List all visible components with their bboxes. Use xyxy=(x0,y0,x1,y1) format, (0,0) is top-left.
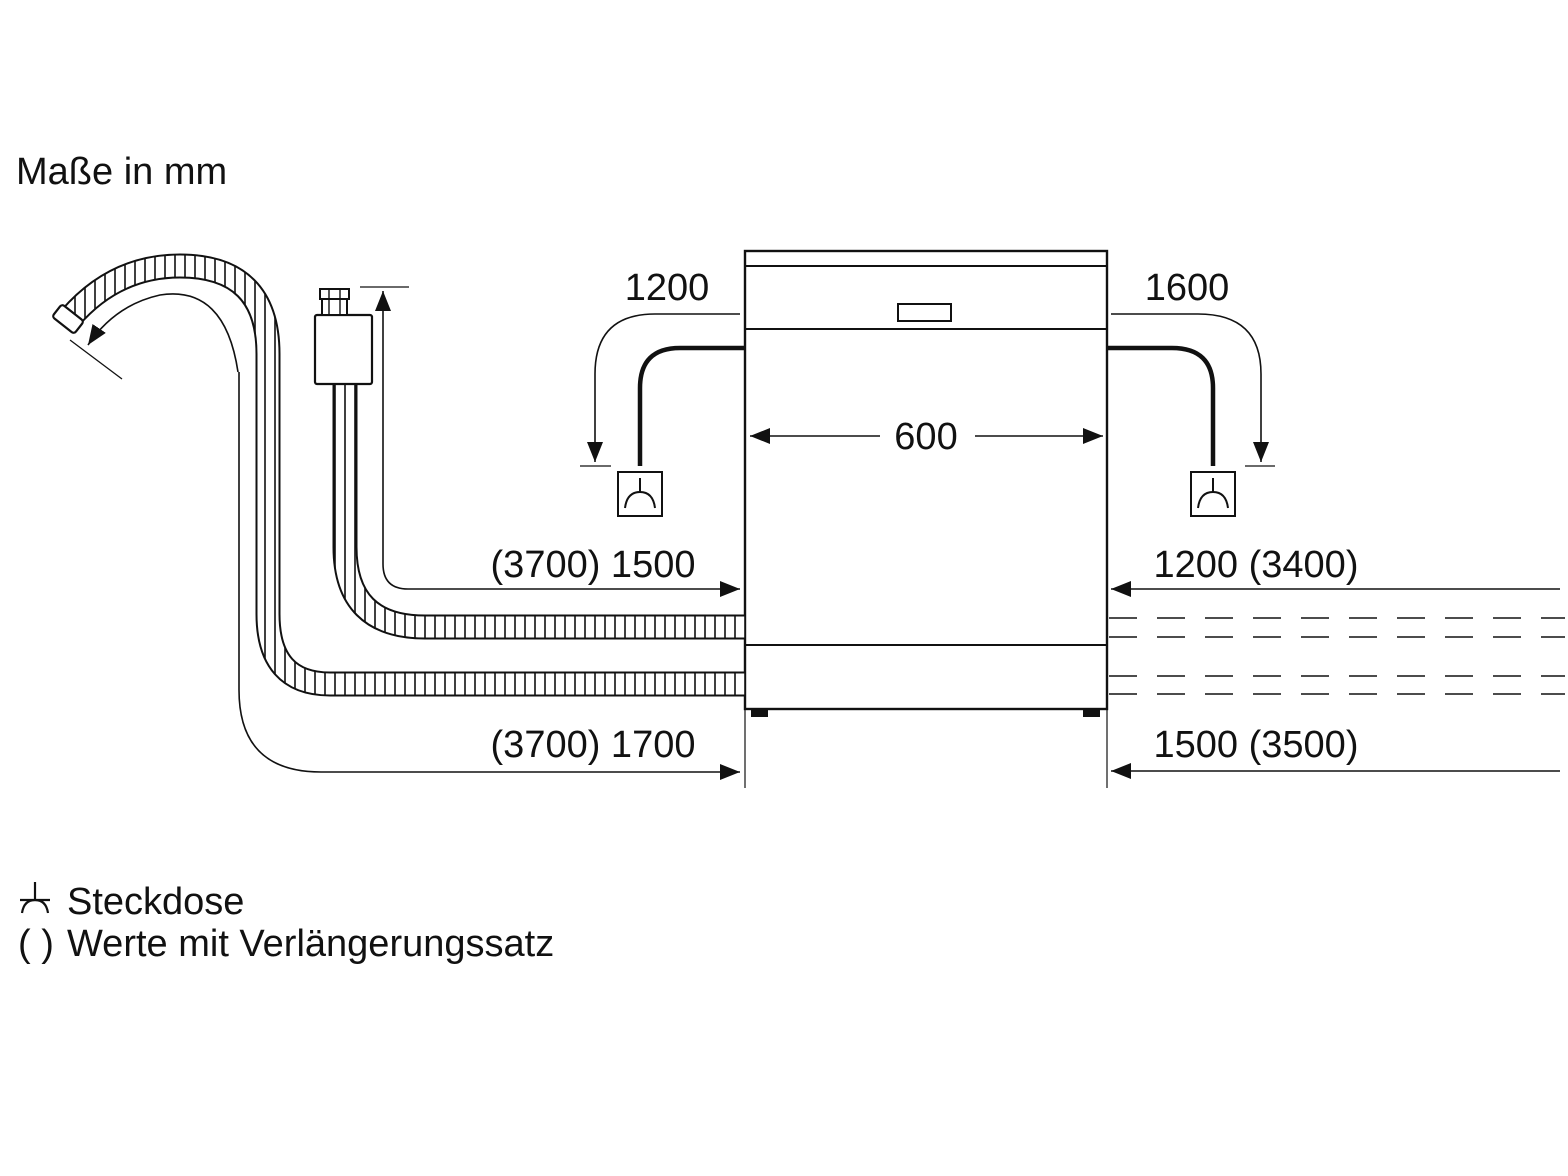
legend-extension-symbol: ( ) xyxy=(18,923,54,965)
hose-connector xyxy=(319,288,350,300)
drain-hose-left-label: (3700) 1700 xyxy=(491,724,696,766)
socket-box-right xyxy=(1190,471,1236,517)
power-cord-right: 1600 xyxy=(1106,267,1275,517)
inlet-hose-left-label: (3700) 1500 xyxy=(491,544,696,586)
socket-icon xyxy=(624,478,656,509)
socket-icon xyxy=(1197,478,1229,509)
drain-hose-end xyxy=(52,304,84,334)
socket-icon xyxy=(20,882,50,914)
right-hose-routes: 1200 (3400) 1500 (3500) xyxy=(1109,544,1565,779)
inlet-hose: (3700) 1500 xyxy=(313,286,745,640)
foot-right xyxy=(1083,709,1100,717)
legend-socket-label: Steckdose xyxy=(67,881,244,923)
foot-left xyxy=(751,709,768,717)
power-cord-right-label: 1600 xyxy=(1145,267,1230,309)
width-dimension: 600 xyxy=(750,416,1103,458)
drain-hose-right-label: 1500 (3500) xyxy=(1154,724,1359,766)
legend-extension-label: Werte mit Verlängerungssatz xyxy=(67,923,554,965)
units-label: Maße in mm xyxy=(16,151,227,193)
dishwasher-body xyxy=(743,249,1109,717)
drain-hose: (3700) 1700 xyxy=(52,253,745,780)
aquastop-valve xyxy=(313,313,374,386)
power-cord-left-label: 1200 xyxy=(625,267,710,309)
width-label: 600 xyxy=(894,416,957,458)
inlet-hose-right-label: 1200 (3400) xyxy=(1154,544,1359,586)
power-cord-left: 1200 xyxy=(580,267,746,517)
control-display xyxy=(897,303,952,322)
legend: Steckdose ( ) Werte mit Verlängerungssat… xyxy=(18,881,554,965)
